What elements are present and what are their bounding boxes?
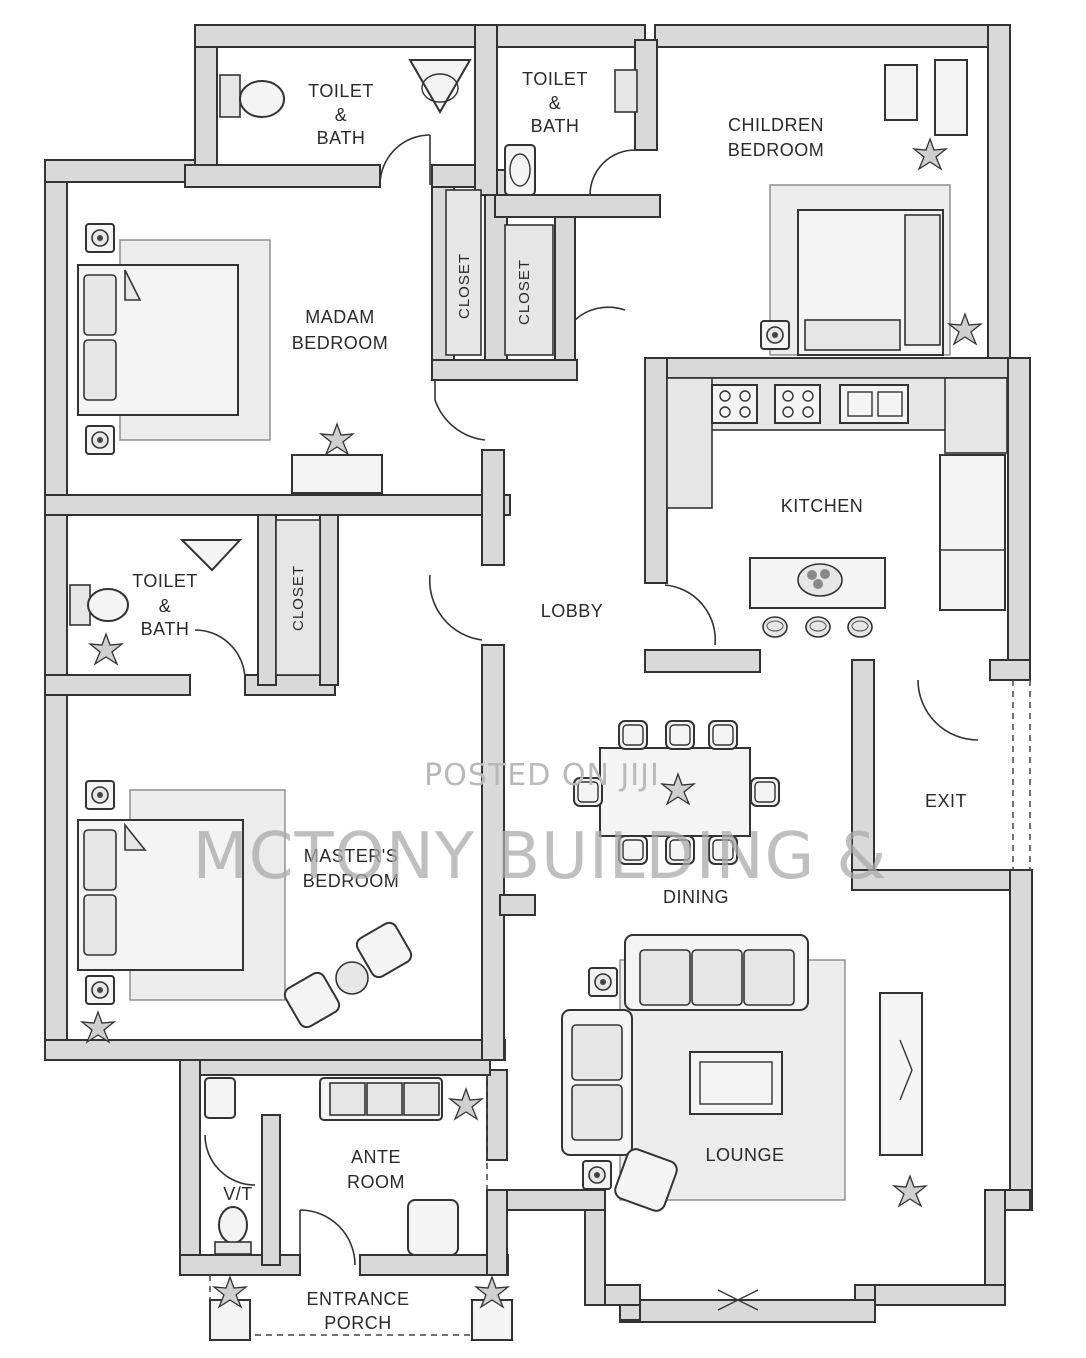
- madam-bedroom: [77, 223, 486, 494]
- label-toilet-bath-1-l2: &: [335, 105, 348, 125]
- toilet-bath-1: [219, 59, 472, 186]
- label-masters-bedroom-l1: MASTER'S: [304, 846, 398, 866]
- label-toilet-bath-2-l3: BATH: [531, 116, 580, 136]
- label-closet-2: CLOSET: [516, 259, 533, 325]
- children-bedroom: [574, 59, 982, 360]
- label-toilet-bath-3-l2: &: [159, 596, 172, 616]
- room-labels: TOILET & BATH TOILET & BATH CHILDREN BED…: [132, 69, 967, 1333]
- label-vt: V/T: [223, 1184, 253, 1204]
- label-children-bedroom-l2: BEDROOM: [728, 140, 825, 160]
- label-closet-3: CLOSET: [290, 565, 307, 631]
- label-lounge: LOUNGE: [705, 1145, 784, 1165]
- label-toilet-bath-3-l3: BATH: [141, 619, 190, 639]
- walls: [44, 24, 1033, 1323]
- label-ante-room-l1: ANTE: [351, 1147, 401, 1167]
- label-entrance-porch-l1: ENTRANCE: [306, 1289, 409, 1309]
- watermark-line-2: MCTONY BUILDING &: [193, 820, 888, 894]
- label-masters-bedroom-l2: BEDROOM: [303, 871, 400, 891]
- label-toilet-bath-2-l1: TOILET: [522, 69, 588, 89]
- label-toilet-bath-2-l2: &: [549, 93, 562, 113]
- lounge: [561, 934, 927, 1311]
- label-madam-bedroom-l1: MADAM: [305, 307, 375, 327]
- label-children-bedroom-l1: CHILDREN: [728, 115, 824, 135]
- label-toilet-bath-1-l3: BATH: [317, 128, 366, 148]
- dining: [573, 720, 780, 865]
- label-madam-bedroom-l2: BEDROOM: [292, 333, 389, 353]
- label-lobby: LOBBY: [541, 601, 604, 621]
- watermark-line-1: POSTED ON JIJI: [424, 758, 660, 793]
- label-exit: EXIT: [925, 791, 967, 811]
- label-kitchen: KITCHEN: [781, 496, 864, 516]
- label-toilet-bath-1-l1: TOILET: [308, 81, 374, 101]
- label-closet-1: CLOSET: [456, 253, 473, 319]
- toilet-bath-3: [69, 519, 321, 681]
- masters-bedroom: [77, 780, 413, 1043]
- watermark: POSTED ON JIJI MCTONY BUILDING &: [193, 758, 888, 894]
- entrance-porch: [209, 1275, 513, 1341]
- closets-top: [445, 189, 554, 356]
- label-ante-room-l2: ROOM: [347, 1172, 405, 1192]
- toilet-bath-2: [504, 69, 638, 196]
- kitchen: [664, 377, 1008, 646]
- exit-area: [917, 679, 1031, 870]
- lobby-doors: [428, 574, 483, 641]
- ante-room: [204, 1075, 488, 1266]
- label-toilet-bath-3-l1: TOILET: [132, 571, 198, 591]
- label-entrance-porch-l2: PORCH: [324, 1313, 392, 1333]
- label-dining: DINING: [663, 887, 729, 907]
